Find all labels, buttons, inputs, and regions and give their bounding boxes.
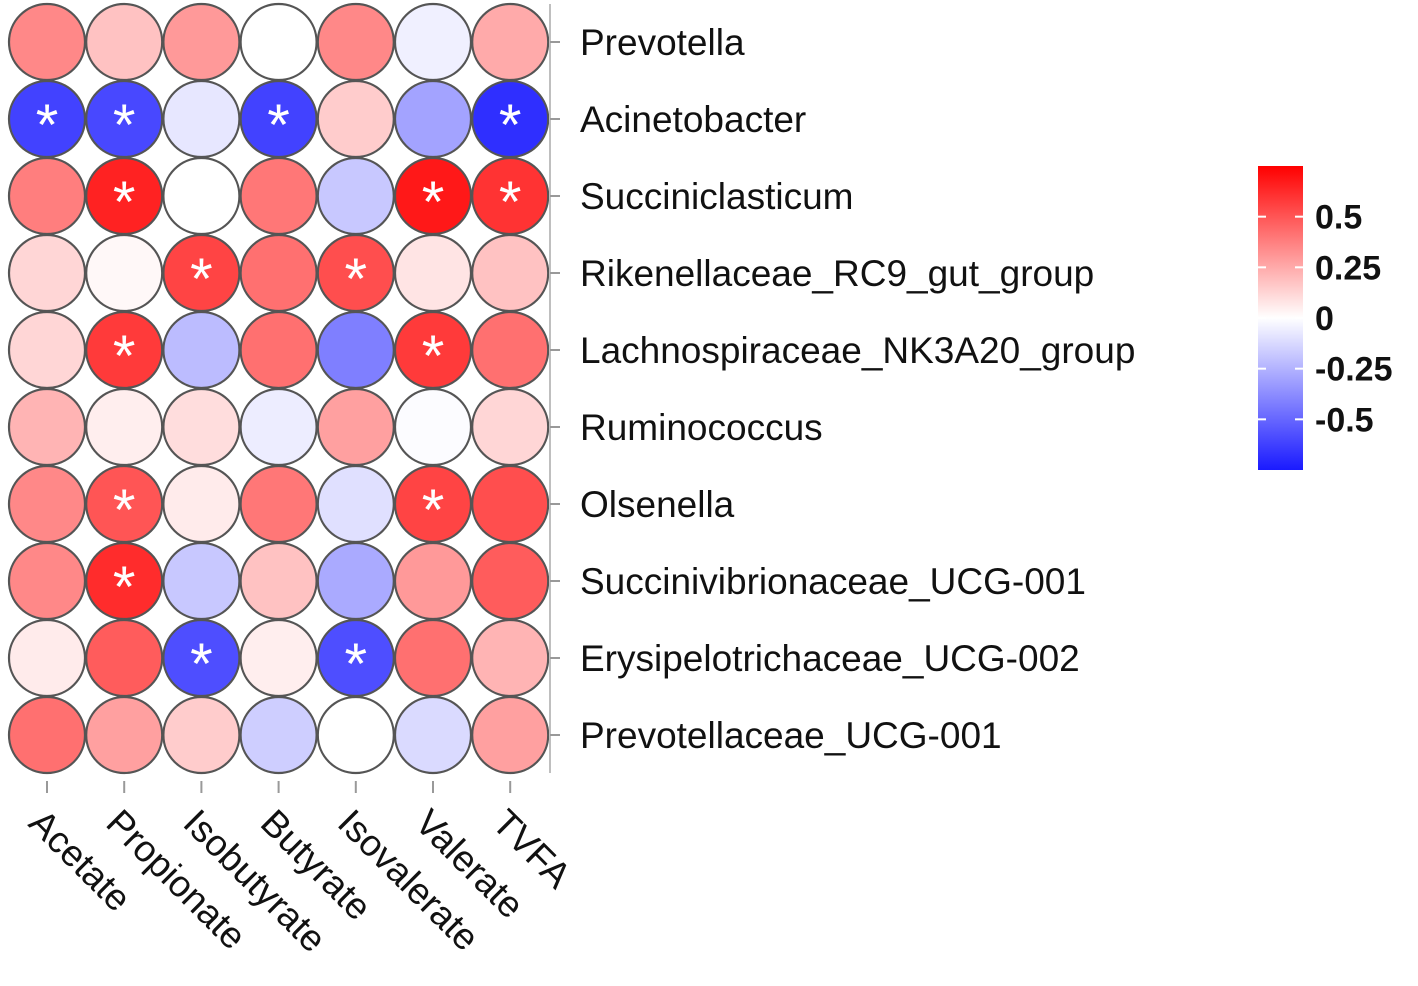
heatmap-cell-Olsenella-Acetate: [7, 464, 87, 544]
heatmap-cell-Lachnospiraceae_NK3A20_group-Isovalerate: [316, 310, 395, 390]
row-label-Ruminococcus: Ruminococcus: [580, 407, 823, 448]
row-label-Prevotellaceae_UCG-001: Prevotellaceae_UCG-001: [580, 715, 1002, 756]
heatmap-cell-Olsenella-Isovalerate: [316, 464, 395, 544]
heatmap-cell-Succinivibrionaceae_UCG-001-TVFA: [471, 541, 550, 621]
heatmap-cell-Ruminococcus-TVFA: [471, 387, 550, 467]
heatmap-cell-Erysipelotrichaceae_UCG-002-TVFA: [471, 618, 550, 698]
heatmap-cell-Succiniclasticum-Butyrate: [239, 156, 318, 236]
heatmap-cell-Erysipelotrichaceae_UCG-002-Valerate: [393, 618, 473, 698]
heatmap-cell-Prevotella-Valerate: [393, 2, 473, 82]
heatmap-cell-Olsenella-TVFA: [471, 464, 550, 544]
significance-marker: *: [36, 93, 59, 158]
heatmap-cell-Rikenellaceae_RC9_gut_group-Butyrate: [239, 233, 318, 313]
row-label-Lachnospiraceae_NK3A20_group: Lachnospiraceae_NK3A20_group: [580, 330, 1135, 371]
heatmap-cell-Lachnospiraceae_NK3A20_group-Isobutyrate: [162, 310, 241, 390]
heatmap-cell-Lachnospiraceae_NK3A20_group-Butyrate: [239, 310, 318, 390]
heatmap-cell-Prevotellaceae_UCG-001-Valerate: [393, 695, 473, 775]
heatmap-cell-Lachnospiraceae_NK3A20_group-TVFA: [471, 310, 550, 390]
heatmap-cell-Prevotella-Isobutyrate: [162, 2, 241, 82]
heatmap-cell-Acinetobacter-Isobutyrate: [162, 79, 241, 159]
significance-marker: *: [190, 632, 213, 697]
row-label-Prevotella: Prevotella: [580, 22, 745, 63]
heatmap-cell-Rikenellaceae_RC9_gut_group-TVFA: [471, 233, 550, 313]
row-label-Rikenellaceae_RC9_gut_group: Rikenellaceae_RC9_gut_group: [580, 253, 1094, 294]
colorbar-tick-label: -0.5: [1315, 401, 1374, 439]
significance-marker: *: [422, 170, 445, 235]
heatmap-cell-Olsenella-Isobutyrate: [162, 464, 241, 544]
significance-marker: *: [499, 93, 522, 158]
heatmap-cell-Ruminococcus-Propionate: [85, 387, 164, 467]
colorbar-legend: 0.5 0.25 0 -0.25 -0.5: [1258, 166, 1393, 470]
colorbar-tick-label: 0: [1315, 300, 1334, 338]
heatmap-cell-Prevotellaceae_UCG-001-Isovalerate: [316, 695, 395, 775]
heatmap-cell-Ruminococcus-Acetate: [7, 387, 87, 467]
heatmap-cell-Erysipelotrichaceae_UCG-002-Butyrate: [239, 618, 318, 698]
significance-marker: *: [345, 247, 368, 312]
heatmap-cell-Succiniclasticum-Isobutyrate: [162, 156, 241, 236]
heatmap-cell-Rikenellaceae_RC9_gut_group-Propionate: [85, 233, 164, 313]
heatmap-cell-Olsenella-Butyrate: [239, 464, 318, 544]
heatmap-cell-Prevotellaceae_UCG-001-Isobutyrate: [162, 695, 241, 775]
heatmap-cell-Rikenellaceae_RC9_gut_group-Valerate: [393, 233, 473, 313]
heatmap-cell-Prevotellaceae_UCG-001-Butyrate: [239, 695, 318, 775]
heatmap-cell-Succinivibrionaceae_UCG-001-Acetate: [7, 541, 87, 621]
significance-marker: *: [113, 324, 136, 389]
row-label-Acinetobacter: Acinetobacter: [580, 99, 806, 140]
heatmap-cell-Ruminococcus-Isobutyrate: [162, 387, 241, 467]
row-label-Erysipelotrichaceae_UCG-002: Erysipelotrichaceae_UCG-002: [580, 638, 1080, 679]
significance-marker: *: [113, 478, 136, 543]
heatmap-cell-Prevotella-Butyrate: [239, 2, 318, 82]
significance-marker: *: [422, 478, 445, 543]
heatmap-cell-Erysipelotrichaceae_UCG-002-Propionate: [85, 618, 164, 698]
significance-marker: *: [422, 324, 445, 389]
heatmap-cell-Ruminococcus-Butyrate: [239, 387, 318, 467]
heatmap-cell-Succinivibrionaceae_UCG-001-Valerate: [393, 541, 473, 621]
heatmap-cell-Succinivibrionaceae_UCG-001-Isovalerate: [316, 541, 395, 621]
heatmap-cell-Ruminococcus-Valerate: [393, 387, 473, 467]
colorbar-tick-label: -0.25: [1315, 351, 1393, 389]
heatmap-cell-Prevotella-TVFA: [471, 2, 550, 82]
heatmap-cell-Prevotellaceae_UCG-001-Propionate: [85, 695, 164, 775]
colorbar-tick-label: 0.5: [1315, 199, 1362, 237]
heatmap-cell-Prevotella-Isovalerate: [316, 2, 395, 82]
significance-marker: *: [345, 632, 368, 697]
significance-marker: *: [113, 93, 136, 158]
significance-marker: *: [190, 247, 213, 312]
significance-marker: *: [113, 170, 136, 235]
heatmap-cell-Succinivibrionaceae_UCG-001-Butyrate: [239, 541, 318, 621]
heatmap-cell-Prevotellaceae_UCG-001-Acetate: [7, 695, 87, 775]
heatmap-cell-Ruminococcus-Isovalerate: [316, 387, 395, 467]
heatmap-cell-Lachnospiraceae_NK3A20_group-Acetate: [7, 310, 87, 390]
heatmap-cell-Succinivibrionaceae_UCG-001-Isobutyrate: [162, 541, 241, 621]
heatmap-cell-Erysipelotrichaceae_UCG-002-Acetate: [7, 618, 87, 698]
significance-marker: *: [113, 555, 136, 620]
significance-marker: *: [267, 93, 290, 158]
heatmap-cell-Rikenellaceae_RC9_gut_group-Acetate: [7, 233, 87, 313]
heatmap-cell-Prevotellaceae_UCG-001-TVFA: [471, 695, 550, 775]
significance-marker: *: [499, 170, 522, 235]
heatmap-cell-Succiniclasticum-Isovalerate: [316, 156, 395, 236]
heatmap-cell-Acinetobacter-Valerate: [393, 79, 473, 159]
heatmap-cell-Succiniclasticum-Acetate: [7, 156, 87, 236]
heatmap-cells: * * * * * * * * * * * * * * * *: [7, 2, 550, 775]
row-label-Succinivibrionaceae_UCG-001: Succinivibrionaceae_UCG-001: [580, 561, 1086, 602]
row-label-Olsenella: Olsenella: [580, 484, 735, 525]
row-axis: PrevotellaAcinetobacterSucciniclasticumR…: [549, 4, 1135, 773]
colorbar-tick-label: 0.25: [1315, 249, 1381, 287]
row-label-Succiniclasticum: Succiniclasticum: [580, 176, 853, 217]
column-axis: AcetatePropionateIsobutyrateButyrateIsov…: [21, 781, 579, 960]
heatmap-cell-Prevotella-Acetate: [7, 2, 87, 82]
heatmap-cell-Acinetobacter-Isovalerate: [316, 79, 395, 159]
heatmap-cell-Prevotella-Propionate: [85, 2, 164, 82]
